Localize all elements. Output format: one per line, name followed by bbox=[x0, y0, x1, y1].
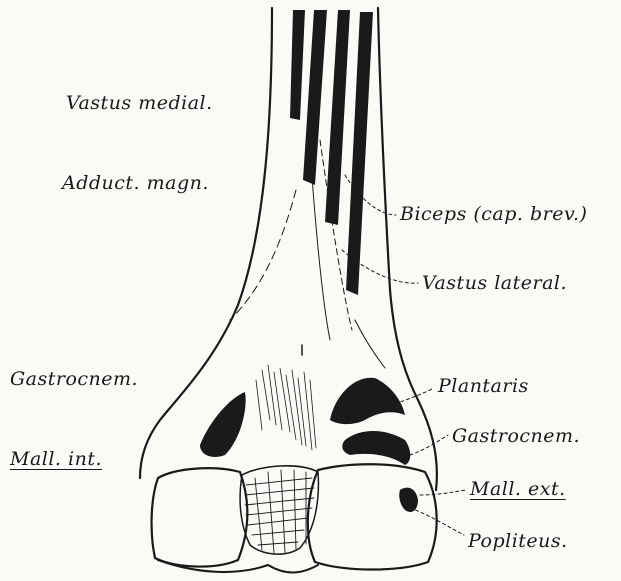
gastrocnem-medial-insertion bbox=[200, 392, 246, 457]
label-adduct-magn: Adduct. magn. bbox=[62, 172, 209, 194]
label-vastus-medial: Vastus medial. bbox=[66, 92, 213, 114]
intercondylar-fossa bbox=[240, 466, 318, 554]
gastrocnem-lateral-insertion bbox=[342, 431, 410, 465]
label-gastrocnem-left: Gastrocnem. bbox=[10, 368, 138, 390]
medial-condyle bbox=[152, 468, 248, 566]
label-biceps: Biceps (cap. brev.) bbox=[400, 203, 587, 225]
muscle-stripe-1 bbox=[290, 10, 305, 120]
plantaris-insertion bbox=[330, 378, 405, 424]
label-plantaris: Plantaris bbox=[438, 375, 529, 397]
muscle-stripe-2 bbox=[303, 10, 327, 185]
label-vastus-lateral: Vastus lateral. bbox=[422, 272, 567, 294]
muscle-stripe-4 bbox=[346, 12, 373, 295]
label-mall-ext: Mall. ext. bbox=[470, 478, 566, 500]
label-gastrocnem-right: Gastrocnem. bbox=[452, 425, 580, 447]
label-mall-int: Mall. int. bbox=[10, 448, 102, 470]
muscle-stripe-3 bbox=[325, 10, 350, 225]
label-popliteus: Popliteus. bbox=[468, 530, 568, 552]
popliteus-insertion bbox=[399, 488, 418, 512]
lateral-condyle bbox=[308, 464, 437, 569]
femur-shaft-outline bbox=[140, 8, 272, 478]
femur-shaft-outline-right bbox=[378, 8, 437, 490]
